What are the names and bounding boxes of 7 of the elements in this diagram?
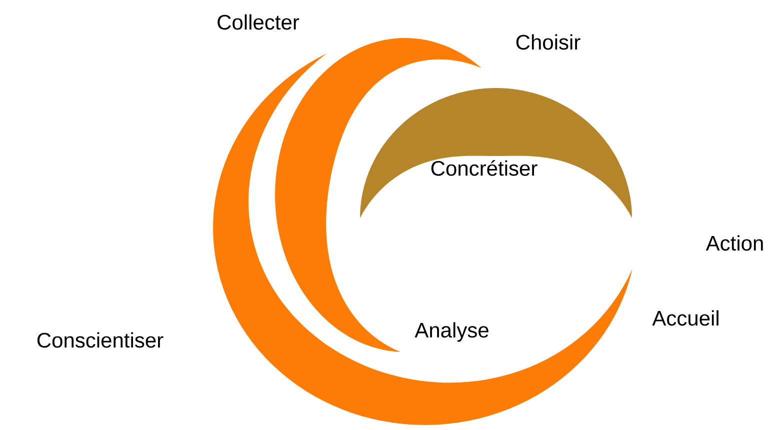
cycle-label: Accueil: [652, 310, 718, 326]
cycle-label: Collecter: [218, 14, 300, 30]
cycle-label: Choisir: [516, 34, 580, 50]
cycle-label: Concrétiser: [431, 160, 538, 176]
cycle-label: Analyse: [414, 322, 488, 342]
cycle-label: Action: [706, 235, 763, 251]
cycle-label: Conscientiser: [37, 332, 164, 348]
